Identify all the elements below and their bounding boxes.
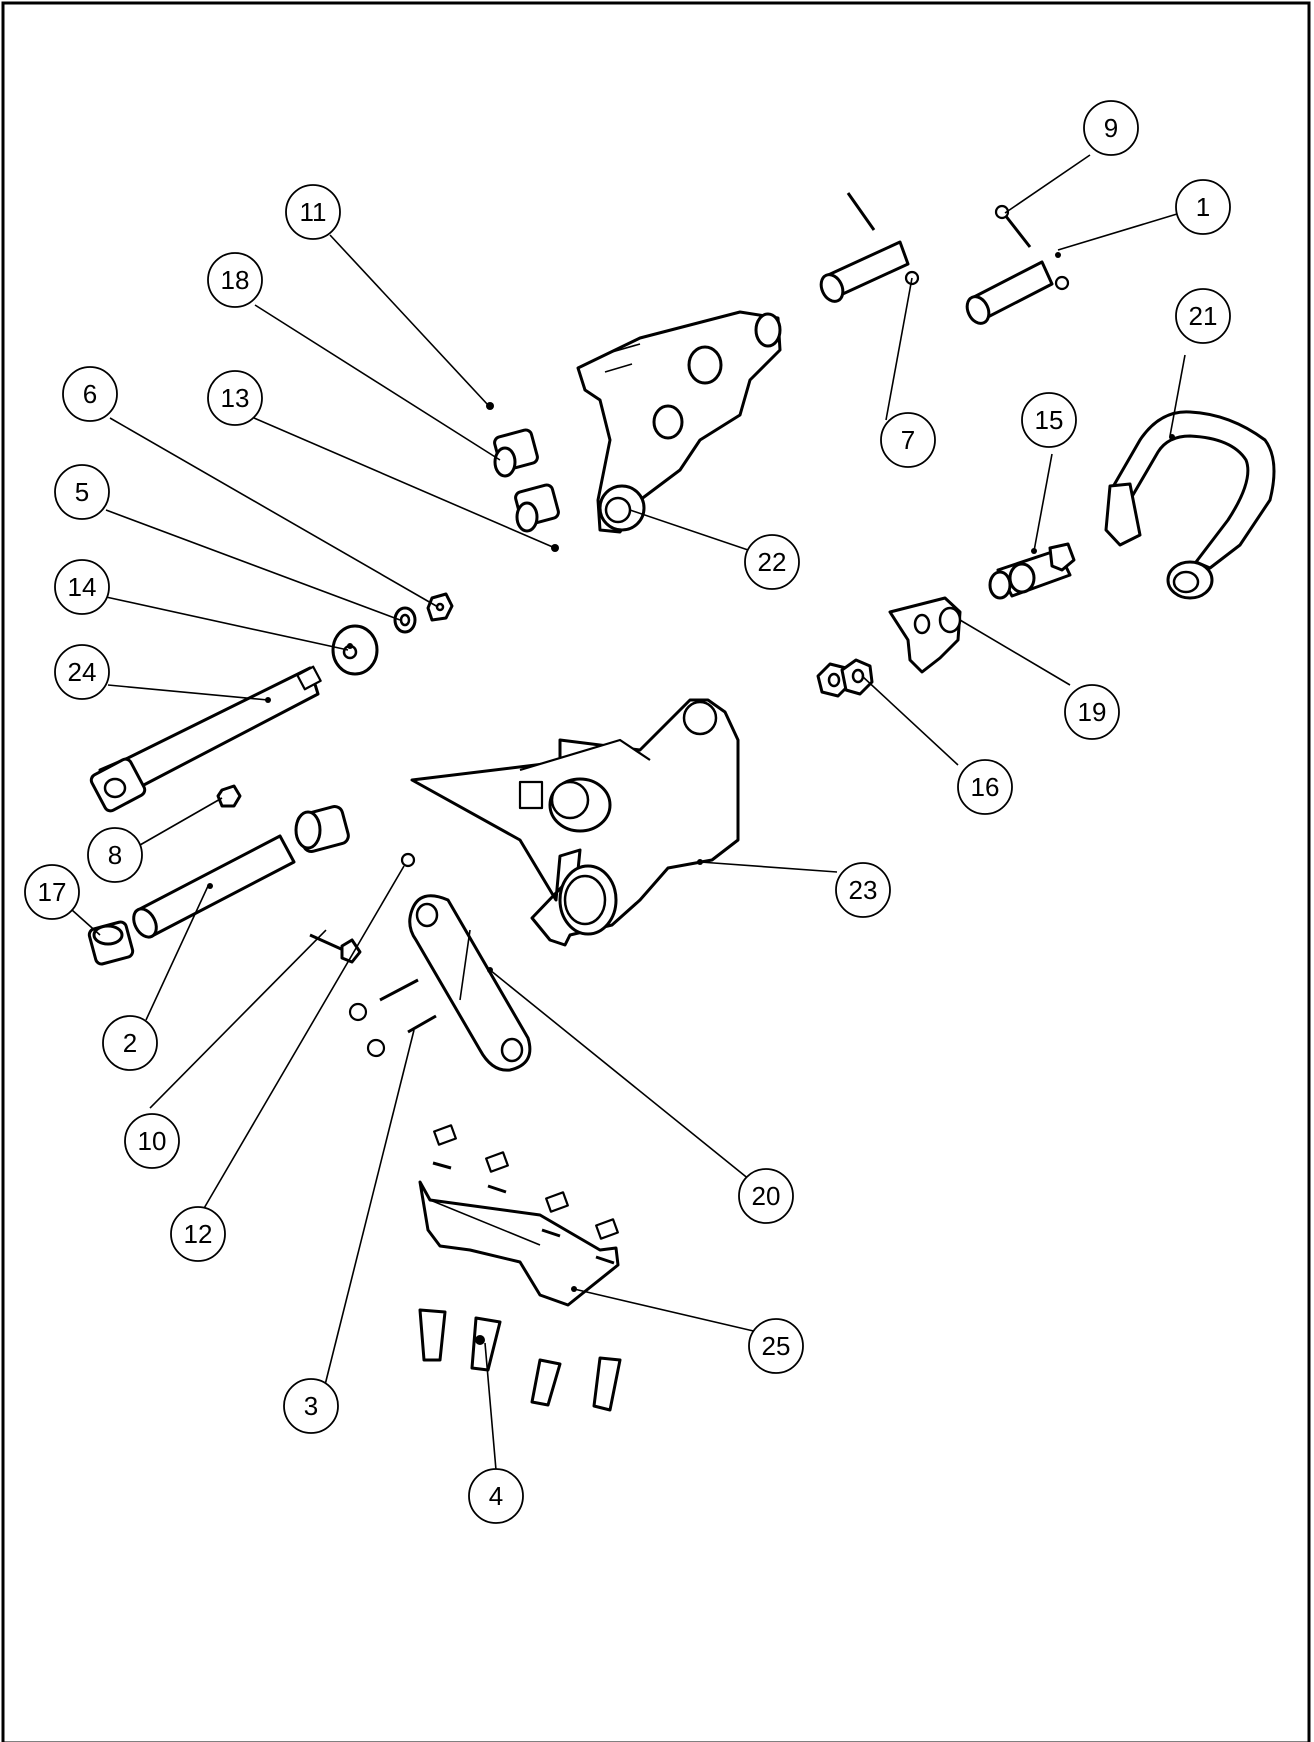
callout-1-label: 1 — [1196, 192, 1210, 222]
callout-2: 2 — [102, 1015, 158, 1071]
callout-15: 15 — [1021, 392, 1077, 448]
part-5-lock-washer — [393, 606, 417, 634]
callout-4-label: 4 — [489, 1481, 503, 1511]
part-16-nuts — [816, 658, 874, 698]
callout-8: 8 — [87, 827, 143, 883]
part-1-pin — [965, 252, 1061, 325]
callout-13-label: 13 — [221, 383, 250, 413]
part-20-link-arm — [408, 894, 532, 1072]
callout-18: 18 — [207, 252, 263, 308]
callout-7-label: 7 — [901, 425, 915, 455]
callout-6-label: 6 — [83, 379, 97, 409]
callout-23: 23 — [835, 862, 891, 918]
part-6-nut — [426, 592, 454, 622]
callout-2-label: 2 — [123, 1028, 137, 1058]
callout-9: 9 — [1083, 100, 1139, 156]
callout-8-label: 8 — [108, 840, 122, 870]
callout-23-label: 23 — [849, 875, 878, 905]
callout-14-label: 14 — [68, 572, 97, 602]
part-17-bushing — [87, 920, 135, 966]
callout-17: 17 — [24, 864, 80, 920]
callout-25-label: 25 — [762, 1331, 791, 1361]
leader-lines — [71, 154, 1186, 1471]
callout-16-label: 16 — [971, 772, 1000, 802]
part-24-flanged-pin — [89, 665, 322, 813]
part-21-handle — [1104, 410, 1276, 600]
part-15-coupler — [988, 542, 1076, 600]
callout-10: 10 — [124, 1113, 180, 1169]
part-10-bolt — [309, 933, 362, 964]
part-25-bracket — [418, 1180, 620, 1307]
hardware-nuts — [432, 1124, 619, 1265]
callout-22: 22 — [744, 534, 800, 590]
callout-21: 21 — [1175, 288, 1231, 344]
callout-15-label: 15 — [1035, 405, 1064, 435]
callout-13: 13 — [207, 370, 263, 426]
callout-4: 4 — [468, 1468, 524, 1524]
callout-3-label: 3 — [304, 1391, 318, 1421]
callout-18-label: 18 — [221, 265, 250, 295]
callout-20-label: 20 — [752, 1181, 781, 1211]
callout-10-label: 10 — [138, 1126, 167, 1156]
callout-5: 5 — [54, 464, 110, 520]
callout-14: 14 — [54, 559, 110, 615]
callout-16: 16 — [957, 759, 1013, 815]
part-14-washer — [331, 624, 379, 676]
callout-12-label: 12 — [184, 1219, 213, 1249]
spacer-bushing — [294, 804, 350, 854]
callout-12: 12 — [170, 1206, 226, 1262]
callout-7: 7 — [880, 412, 936, 468]
part-19-plate — [888, 596, 962, 674]
callout-1: 1 — [1175, 179, 1231, 235]
callout-11: 11 — [285, 184, 341, 240]
callout-20: 20 — [738, 1168, 794, 1224]
callout-22-label: 22 — [758, 547, 787, 577]
part-2-pin — [132, 834, 296, 939]
part-pin-upper-left — [819, 192, 910, 303]
pin-1-nut — [1054, 275, 1070, 291]
callout-5-label: 5 — [75, 477, 89, 507]
part-3-studs — [348, 978, 437, 1058]
callout-11-label: 11 — [300, 197, 327, 227]
part-12-nut — [400, 852, 416, 868]
callout-17-label: 17 — [38, 877, 67, 907]
part-9-bolt — [994, 204, 1032, 248]
part-4-bolts — [418, 1308, 622, 1412]
callout-19: 19 — [1064, 684, 1120, 740]
part-23-main-frame — [410, 698, 740, 947]
callout-19-label: 19 — [1078, 697, 1107, 727]
callout-25: 25 — [748, 1318, 804, 1374]
part-22-upper-bracket — [576, 310, 782, 534]
callout-24-label: 24 — [68, 657, 97, 687]
callout-24: 24 — [54, 644, 110, 700]
part-8-nut — [216, 784, 242, 808]
callout-6: 6 — [62, 366, 118, 422]
part-18-bushings — [493, 428, 560, 533]
callout-21-label: 21 — [1189, 301, 1218, 331]
callout-3: 3 — [283, 1378, 339, 1434]
callout-9-label: 9 — [1104, 113, 1118, 143]
